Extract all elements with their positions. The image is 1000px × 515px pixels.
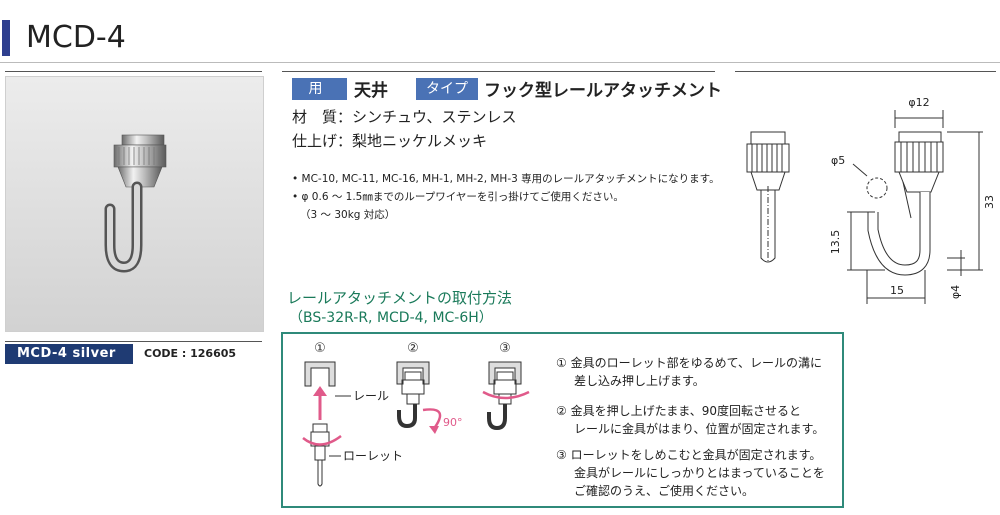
howto-subtitle: （BS-32R-R, MCD-4, MC-6H） bbox=[289, 310, 493, 326]
step1-line1: ① 金具のローレット部をゆるめて、レールの溝に bbox=[556, 356, 822, 370]
step3-line2: 金具がレールにしっかりとはまっていることを bbox=[574, 466, 825, 480]
dim-wire: φ4 bbox=[949, 285, 962, 299]
dim-ball: φ5 bbox=[831, 154, 845, 167]
step1-text: ① 金具のローレット部をゆるめて、レールの溝に 差し込み押し上げます。 bbox=[556, 354, 822, 390]
title-accent bbox=[2, 20, 10, 56]
usage-tag: 用 途 bbox=[292, 78, 347, 119]
step3-line1: ③ ローレットをしめこむと金具が固定されます。 bbox=[556, 448, 822, 462]
type-value: フック型レールアタッチメント bbox=[484, 81, 722, 101]
section-divider bbox=[5, 71, 262, 72]
product-code: CODE : 126605 bbox=[144, 347, 237, 360]
step2-line1: ② 金具を押し上げたまま、90度回転させると bbox=[556, 404, 802, 418]
front-view bbox=[847, 110, 983, 304]
type-tag: タイプ bbox=[416, 78, 478, 100]
howto-box bbox=[281, 332, 844, 508]
howto-illustration: ① ② ③ レール ローレット 90° bbox=[302, 341, 530, 487]
title-divider bbox=[0, 62, 1000, 63]
section-divider bbox=[5, 341, 262, 342]
title-bar: MCD-4 bbox=[0, 0, 1000, 62]
product-name-badge: MCD-4 silver bbox=[5, 344, 133, 364]
dim-hook-width: 15 bbox=[890, 284, 904, 297]
note-wire: • φ 0.6 ～ 1.5㎜までのループワイヤーを引っ掛けてご使用ください。 bbox=[292, 191, 624, 203]
step2-number: ② bbox=[407, 341, 419, 356]
section-divider bbox=[735, 71, 996, 72]
step2-line2: レールに金具がはまり、位置が固定されます。 bbox=[574, 422, 825, 436]
dim-height: 33 bbox=[983, 195, 996, 209]
step2-text: ② 金具を押し上げたまま、90度回転させると レールに金具がはまり、位置が固定さ… bbox=[556, 402, 824, 438]
angle-label: 90° bbox=[443, 416, 463, 429]
step3-number: ③ bbox=[499, 341, 511, 356]
hook-photo-illustration bbox=[104, 134, 167, 273]
step3-text: ③ ローレットをしめこむと金具が固定されます。 金具がレールにしっかりとはまって… bbox=[556, 446, 825, 500]
product-photo bbox=[5, 76, 264, 332]
knurl-label: ローレット bbox=[343, 449, 403, 463]
step3-line3: ご確認のうえ、ご使用ください。 bbox=[574, 484, 755, 498]
material-spec: 材 質：シンチュウ、ステンレス bbox=[292, 108, 517, 126]
section-divider bbox=[282, 71, 715, 72]
howto-title: レールアタッチメントの取付方法 bbox=[287, 289, 513, 307]
side-view bbox=[746, 131, 790, 263]
page-title: MCD-4 bbox=[26, 20, 126, 55]
note-compatibility: • MC-10, MC-11, MC-16, MH-1, MH-2, MH-3 … bbox=[292, 173, 720, 185]
rail-label: レール bbox=[353, 389, 389, 403]
dimension-drawing: φ12 φ5 33 13.5 15 φ4 bbox=[746, 96, 996, 304]
dim-top-width: φ12 bbox=[908, 96, 929, 109]
note-load: （3 ～ 30kg 対応） bbox=[300, 209, 396, 221]
usage-value: 天井 bbox=[354, 81, 388, 101]
step1-line2: 差し込み押し上げます。 bbox=[574, 374, 705, 388]
finish-spec: 仕上げ：梨地ニッケルメッキ bbox=[292, 132, 488, 150]
step1-number: ① bbox=[314, 341, 326, 356]
dim-hook-height: 13.5 bbox=[829, 230, 842, 255]
